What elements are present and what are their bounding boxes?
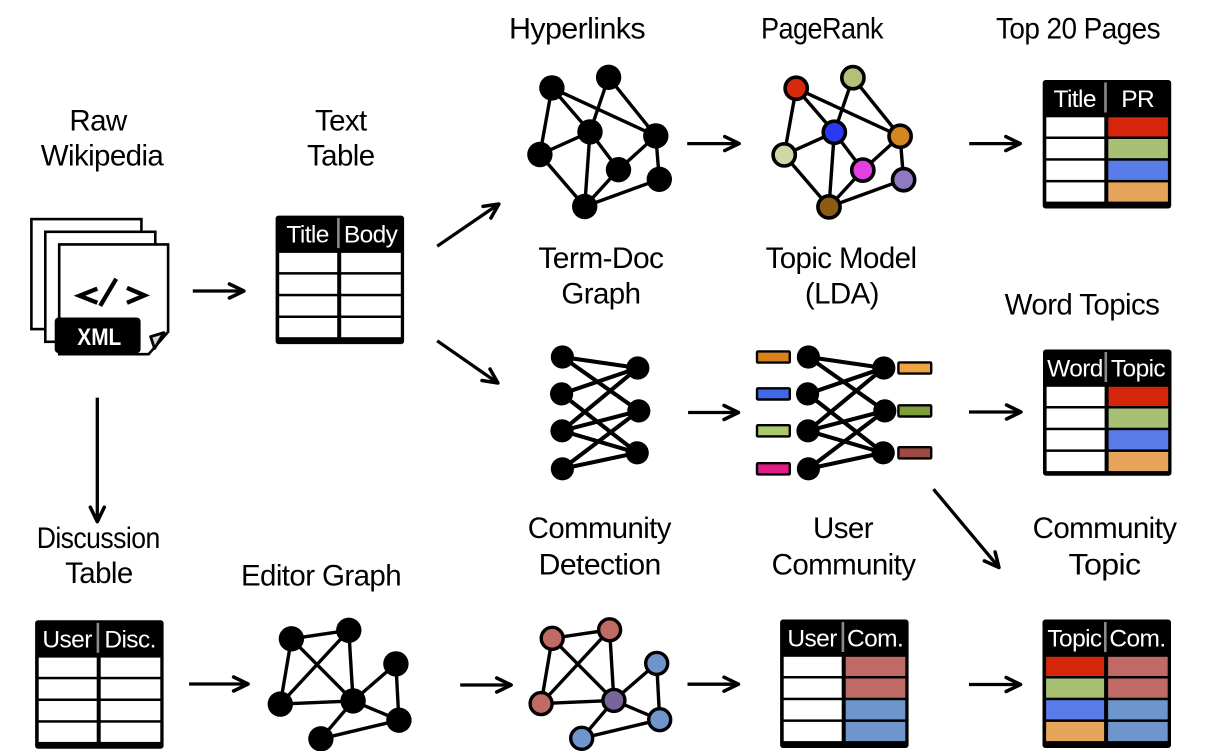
svg-text:User: User	[813, 512, 874, 545]
svg-text:Top 20 Pages: Top 20 Pages	[996, 13, 1160, 46]
svg-text:Discussion: Discussion	[37, 522, 160, 555]
svg-text:Topic: Topic	[1069, 548, 1141, 581]
svg-text:Topic Model: Topic Model	[766, 242, 917, 275]
svg-text:Title: Title	[1054, 86, 1096, 113]
svg-text:Raw: Raw	[69, 104, 128, 137]
svg-text:Graph: Graph	[561, 277, 640, 310]
svg-text:Title: Title	[286, 222, 328, 249]
svg-text:Hyperlinks: Hyperlinks	[509, 13, 645, 46]
svg-text:Editor Graph: Editor Graph	[241, 559, 401, 592]
svg-text:Text: Text	[315, 104, 367, 137]
svg-text:Table: Table	[65, 557, 133, 590]
svg-text:PageRank: PageRank	[761, 13, 884, 46]
svg-text:Community: Community	[528, 512, 672, 545]
svg-text:Body: Body	[344, 222, 399, 249]
svg-text:Wikipedia: Wikipedia	[41, 140, 165, 173]
svg-text:Disc.: Disc.	[104, 626, 155, 653]
svg-text:User: User	[42, 626, 92, 653]
svg-text:Community: Community	[772, 548, 917, 581]
svg-text:PR: PR	[1121, 86, 1154, 113]
svg-text:Term-Doc: Term-Doc	[538, 242, 663, 275]
svg-text:Detection: Detection	[539, 548, 661, 581]
svg-text:Table: Table	[307, 140, 375, 173]
svg-text:Word: Word	[1047, 356, 1103, 383]
svg-text:User: User	[787, 626, 837, 653]
svg-text:Community: Community	[1033, 512, 1178, 545]
svg-text:Com.: Com.	[847, 626, 903, 653]
svg-text:Word Topics: Word Topics	[1005, 289, 1160, 322]
svg-text:(LDA): (LDA)	[805, 277, 879, 310]
svg-text:Topic: Topic	[1047, 626, 1102, 653]
svg-text:Com.: Com.	[1109, 626, 1165, 653]
svg-text:XML: XML	[77, 324, 121, 351]
svg-text:Topic: Topic	[1111, 356, 1166, 383]
